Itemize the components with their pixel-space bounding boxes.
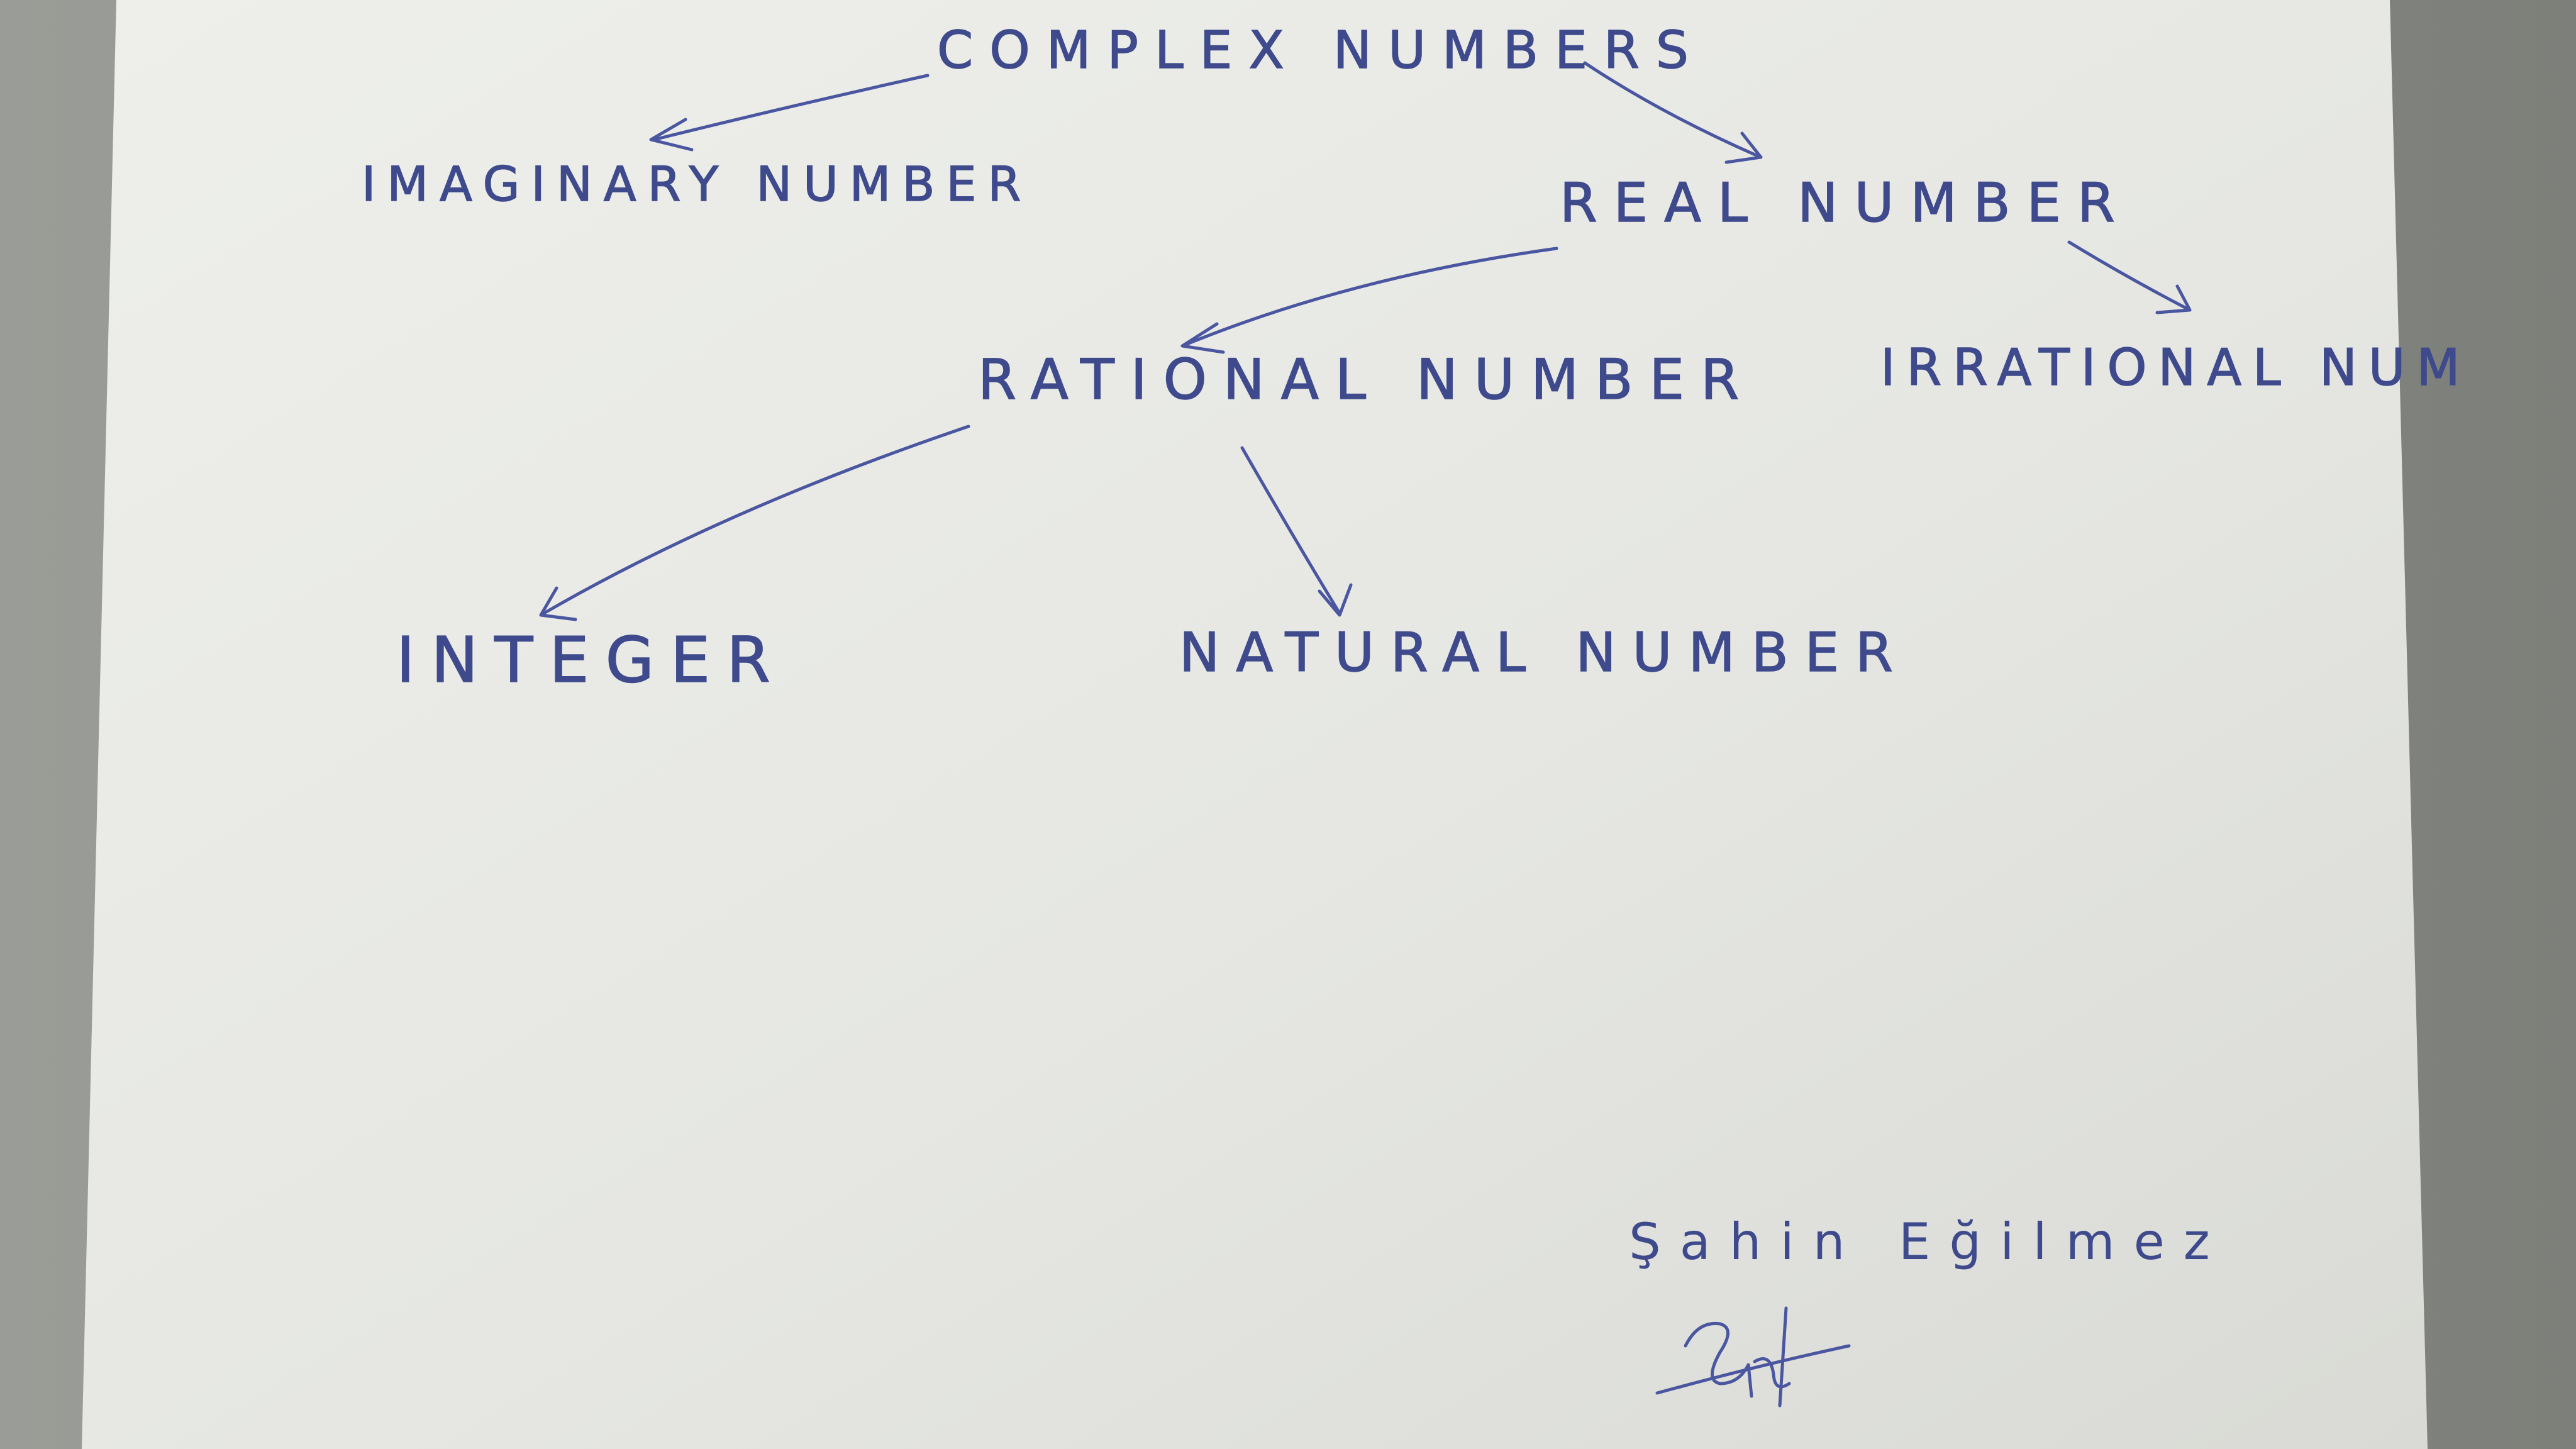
author-name: Şahin Eğilmez bbox=[1629, 1213, 2229, 1271]
paper-surface bbox=[82, 0, 2428, 1449]
edge-rational-to-integer bbox=[542, 425, 970, 615]
edge-real-to-rational bbox=[1184, 247, 1558, 347]
node-integer: INTEGER bbox=[396, 623, 787, 697]
arrowhead-complex-to-imaginary bbox=[649, 118, 694, 152]
edge-complex-to-imaginary bbox=[652, 74, 930, 142]
arrowhead-real-to-rational bbox=[1180, 322, 1225, 354]
node-imaginary-number: IMAGINARY NUMBER bbox=[361, 156, 1033, 212]
edge-complex-to-real bbox=[1583, 61, 1760, 158]
signature-scribble bbox=[1655, 1306, 1851, 1407]
node-complex-numbers: COMPLEX NUMBERS bbox=[936, 21, 1705, 80]
edge-real-to-irrational bbox=[2067, 240, 2190, 311]
edge-rational-to-natural bbox=[1240, 446, 1341, 615]
arrowhead-rational-to-natural bbox=[1318, 583, 1353, 617]
node-natural-number: NATURAL NUMBER bbox=[1179, 621, 1909, 684]
arrowhead-rational-to-integer bbox=[539, 586, 577, 621]
arrowhead-complex-to-real bbox=[1724, 131, 1763, 164]
node-irrational-number: IRRATIONAL NUM bbox=[1880, 338, 2472, 397]
arrowhead-real-to-irrational bbox=[2155, 284, 2192, 314]
node-rational-number: RATIONAL NUMBER bbox=[977, 347, 1756, 412]
node-real-number: REAL NUMBER bbox=[1559, 172, 2131, 235]
